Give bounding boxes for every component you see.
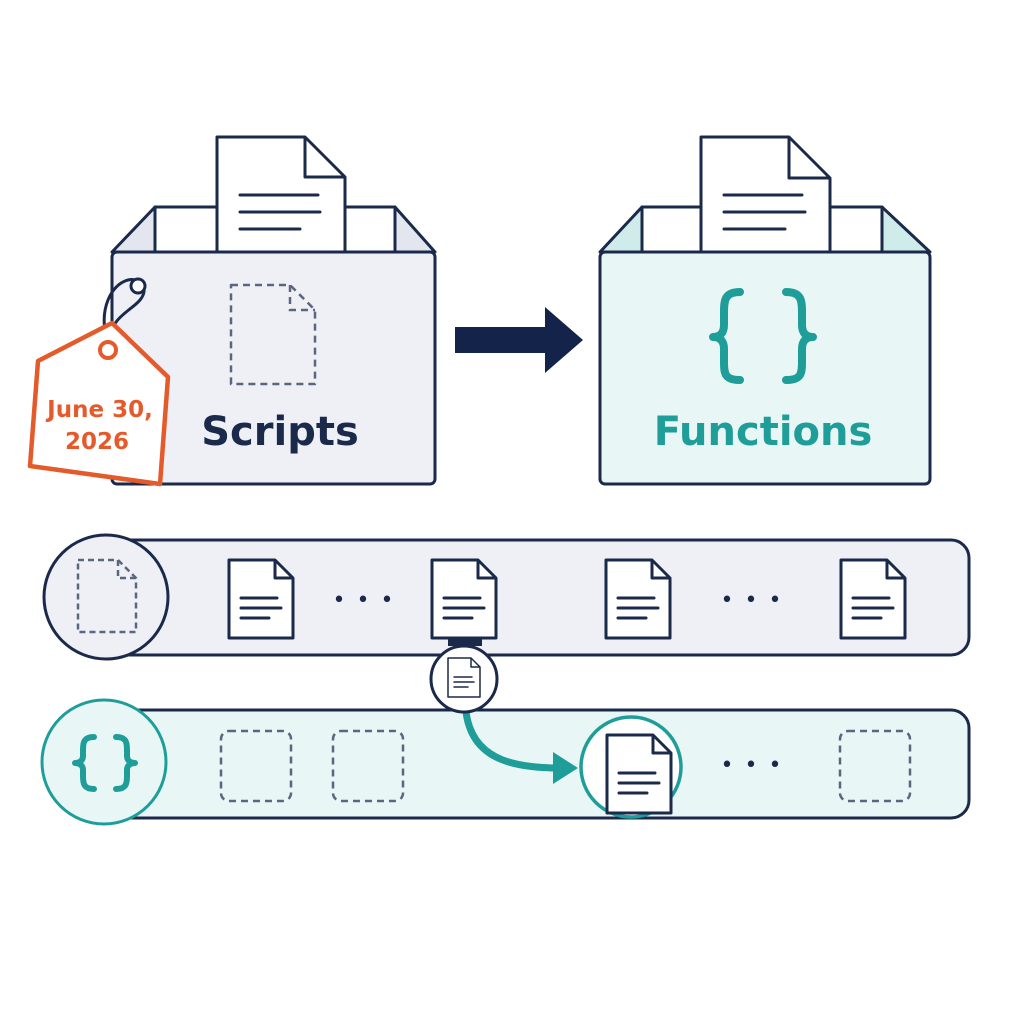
document-icon	[447, 657, 481, 698]
dashed-document-icon	[76, 558, 138, 634]
ellipsis: • • •	[721, 588, 784, 613]
function-document-icon	[699, 135, 832, 257]
connector-arrowhead-icon	[553, 752, 578, 784]
curly-braces-icon	[709, 288, 817, 384]
scripts-label: Scripts	[201, 409, 359, 455]
document-icon	[604, 558, 672, 640]
functions-box: Functions	[598, 135, 932, 486]
deadline-date-line1: June 30,	[45, 397, 153, 423]
function-row-start-circle	[40, 698, 168, 826]
moving-document-badge	[429, 644, 499, 714]
empty-slot	[219, 729, 293, 803]
script-timeline-row: • • • • • •	[42, 533, 971, 661]
curly-braces-icon	[72, 734, 138, 792]
functions-label: Functions	[654, 409, 873, 455]
ellipsis: • • •	[721, 753, 784, 778]
document-icon	[839, 558, 907, 640]
ellipsis: • • •	[333, 588, 396, 613]
migration-connector	[429, 644, 578, 784]
script-document-icon	[215, 135, 347, 257]
empty-slot	[331, 729, 405, 803]
right-arrow-icon	[455, 307, 583, 373]
empty-slot	[838, 729, 912, 803]
script-row-start-circle	[42, 533, 170, 661]
deadline-tag: June 30, 2026	[27, 277, 171, 487]
document-icon	[430, 558, 498, 640]
scripts-box: Scripts	[110, 135, 437, 486]
document-icon	[227, 558, 295, 640]
document-icon	[605, 733, 673, 815]
deadline-date-line2: 2026	[65, 429, 129, 455]
migrated-function-slot	[579, 715, 683, 819]
dashed-document-icon	[229, 283, 317, 386]
